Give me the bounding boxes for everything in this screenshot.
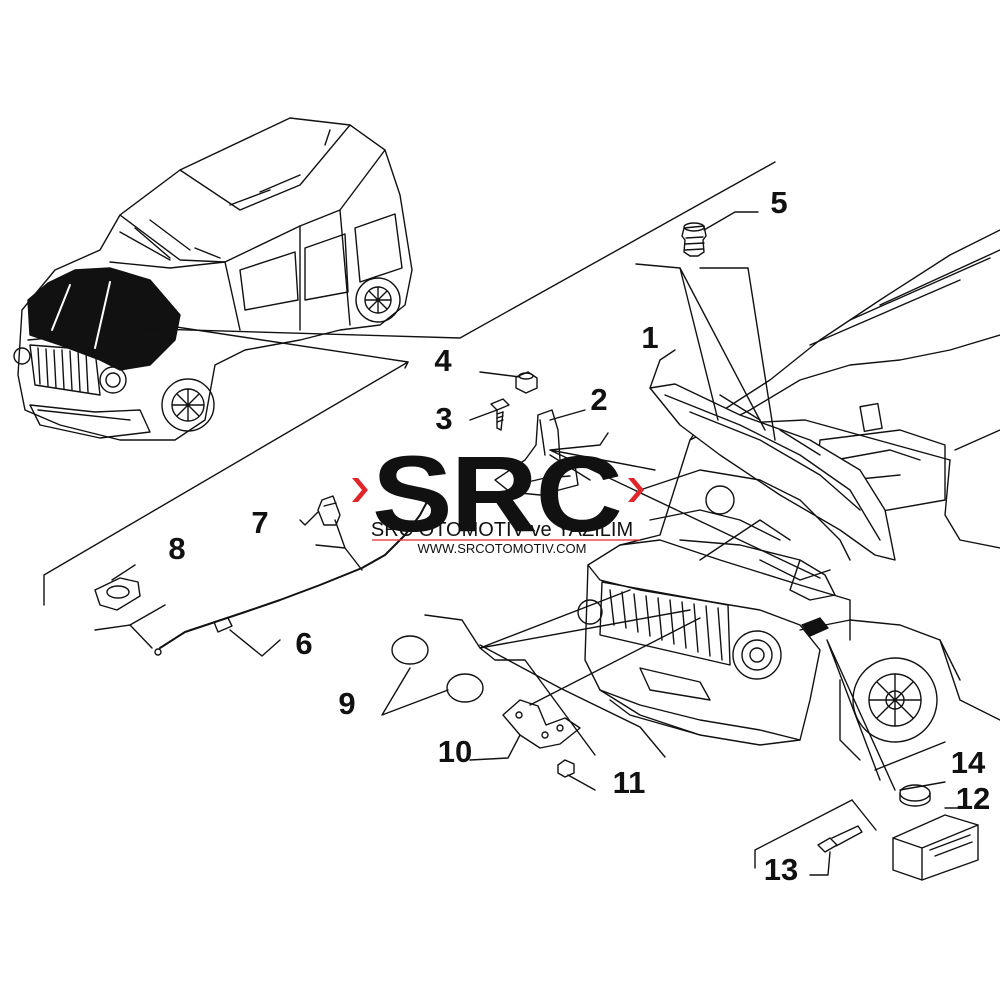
callout-11: 11: [612, 765, 646, 800]
part-6-cable: [154, 493, 441, 656]
overview-vehicle: [13, 117, 413, 441]
watermark-company: SRC OTOMOTİV ve YAZILIM: [370, 519, 634, 541]
callout-14: 14: [950, 745, 986, 780]
callout-8: 8: [168, 531, 186, 566]
part-14-cap: [899, 784, 931, 807]
part-10-latch-plate: [502, 699, 581, 749]
callout-12: 12: [955, 781, 991, 816]
part-9-rings: [391, 635, 484, 703]
watermark-logo: SRC: [372, 433, 623, 554]
callout-4: 4: [434, 343, 452, 378]
callout-3: 3: [435, 401, 453, 436]
callout-9: 9: [338, 686, 356, 721]
part-4-nut: [515, 371, 538, 394]
callout-6: 6: [295, 626, 313, 661]
part-12-latch-box: [892, 814, 979, 881]
callout-13: 13: [763, 852, 799, 887]
part-11-nut: [557, 759, 575, 778]
left-chevron-icon: [352, 478, 368, 502]
part-8-grommet: [94, 577, 141, 611]
right-chevron-icon: [628, 478, 644, 502]
leader-lines: [94, 211, 959, 876]
watermark-website: WWW.SRCOTOMOTIV.COM: [417, 541, 587, 556]
callout-10: 10: [437, 734, 473, 769]
part-3-bolt: [490, 398, 510, 431]
callout-1: 1: [641, 320, 659, 355]
part-7-clip: [317, 495, 341, 526]
frame-lines: [43, 161, 776, 606]
main-vehicle: [577, 229, 1000, 761]
part-5-bumper: [681, 222, 707, 257]
callout-5: 5: [770, 185, 788, 220]
callout-2: 2: [590, 382, 608, 417]
callout-7: 7: [251, 505, 269, 540]
part-2-bracket: [494, 409, 579, 496]
part-13-pin: [817, 825, 863, 853]
